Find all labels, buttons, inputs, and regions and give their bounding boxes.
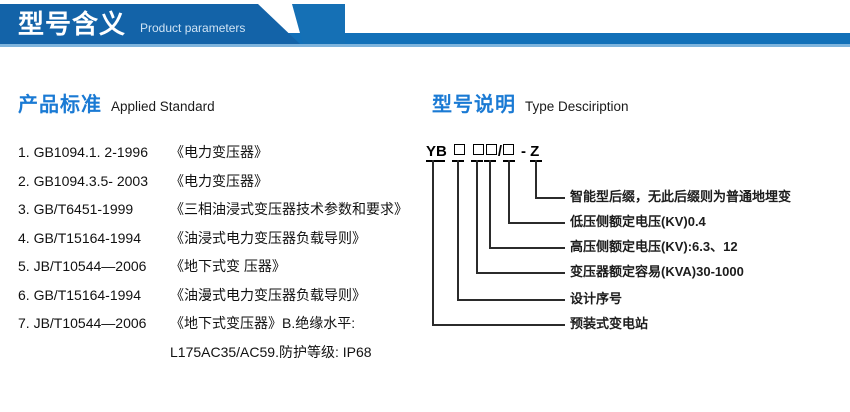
leader-line-prefix-horizontal: [432, 324, 565, 326]
standard-title: 《电力变压器》: [170, 172, 268, 189]
leader-line-suffix-vertical: [535, 160, 537, 198]
code-underline-prefix: [426, 160, 445, 162]
model-code-box-capacity: [472, 144, 484, 155]
model-code-box-design: [453, 144, 465, 155]
standard-code: 1. GB1094.1. 2-1996: [18, 144, 148, 160]
standard-code: 3. GB/T6451-1999: [18, 201, 134, 217]
leader-line-capacity-vertical: [476, 160, 478, 273]
list-item: 3. GB/T6451-1999 《三相油浸式变压器技术参数和要求》: [18, 199, 438, 228]
standard-title: 《电力变压器》: [170, 144, 268, 160]
section-heading-cn: 产品标准: [18, 94, 102, 116]
list-item: 1. GB1094.1. 2-1996 《电力变压器》: [18, 142, 438, 171]
leader-line-design-vertical: [457, 160, 459, 300]
annotation-label-suffix: 智能型后缀，无此后缀则为普通地埋变: [570, 189, 792, 204]
standard-title: 《油漫式电力变压器负载导则》: [170, 286, 366, 303]
annotation-label-hv: 高压侧额定电压(KV):6.3、12: [570, 239, 738, 254]
section-heading-cn: 型号说明: [432, 94, 516, 116]
page-banner: 型号含义 Product parameters: [0, 0, 850, 50]
standard-code: 4. GB/T15164-1994: [18, 229, 141, 246]
list-item: 2. GB1094.3.5- 2003 《电力变压器》: [18, 171, 438, 200]
leader-line-hv-vertical: [489, 160, 491, 248]
standard-title: 《油浸式电力变压器负载导则》: [170, 229, 366, 246]
leader-line-suffix-horizontal: [535, 197, 565, 199]
banner-bar-highlight: [0, 44, 850, 47]
model-code-box-hv: [485, 144, 497, 155]
list-item: 6. GB/T15164-1994 《油漫式电力变压器负载导则》: [18, 285, 438, 314]
model-code-suffix: - Z: [521, 143, 540, 160]
standard-code: 6. GB/T15164-1994: [18, 286, 141, 303]
model-code-diagram: YB/- Z 智能型后缀，无此后缀则为普通地埋变 低压侧额定电压(KV)0.4 …: [420, 138, 850, 353]
leader-line-lv-horizontal: [508, 222, 565, 224]
model-code-box-lv: [503, 144, 515, 155]
annotation-label-lv: 低压侧额定电压(KV)0.4: [570, 214, 706, 229]
leader-line-prefix-vertical: [432, 160, 434, 325]
model-code-string: YB / - Z: [426, 143, 539, 160]
leader-line-lv-vertical: [508, 160, 510, 223]
standard-continuation-line: L175AC35/AC59.防护等级: IP68: [170, 343, 372, 360]
leader-line-capacity-horizontal: [476, 272, 565, 274]
standards-list: 1. GB1094.1. 2-1996 《电力变压器》 2. GB1094.3.…: [18, 142, 438, 370]
model-code-separator: /: [497, 143, 503, 160]
banner-bar: [0, 33, 850, 44]
annotation-label-design: 设计序号: [570, 291, 623, 306]
banner-title-en: Product parameters: [140, 21, 246, 35]
list-item: 5. JB/T10544—2006 《地下式变 压器》: [18, 256, 438, 285]
annotation-label-capacity: 变压器额定容易(KVA)30-1000: [570, 264, 744, 279]
standard-code: 5. JB/T10544—2006: [18, 258, 147, 274]
model-code-prefix: YB: [426, 143, 447, 160]
leader-line-hv-horizontal: [489, 247, 565, 249]
standard-code: 2. GB1094.3.5- 2003: [18, 172, 148, 189]
standard-code: 7. JB/T10544—2006: [18, 315, 147, 331]
standard-title: 《地下式变 压器》: [170, 258, 286, 274]
standard-title: 《地下式变压器》B.绝缘水平:: [170, 315, 356, 331]
section-heading-applied-standard: 产品标准 Applied Standard: [18, 88, 215, 117]
section-heading-en: Applied Standard: [111, 99, 215, 114]
standard-title: 《三相油浸式变压器技术参数和要求》: [170, 201, 408, 217]
banner-block-dark: [0, 4, 300, 44]
banner-title-cn: 型号含义: [18, 9, 127, 39]
list-item: 4. GB/T15164-1994 《油浸式电力变压器负载导则》: [18, 228, 438, 257]
annotation-label-prefix: 预装式变电站: [570, 316, 649, 331]
section-heading-type-description: 型号说明 Type Desciription: [432, 88, 629, 117]
list-item: 7. JB/T10544—2006 《地下式变压器》B.绝缘水平:: [18, 313, 438, 342]
section-heading-en: Type Desciription: [525, 99, 629, 114]
leader-line-design-horizontal: [457, 299, 565, 301]
